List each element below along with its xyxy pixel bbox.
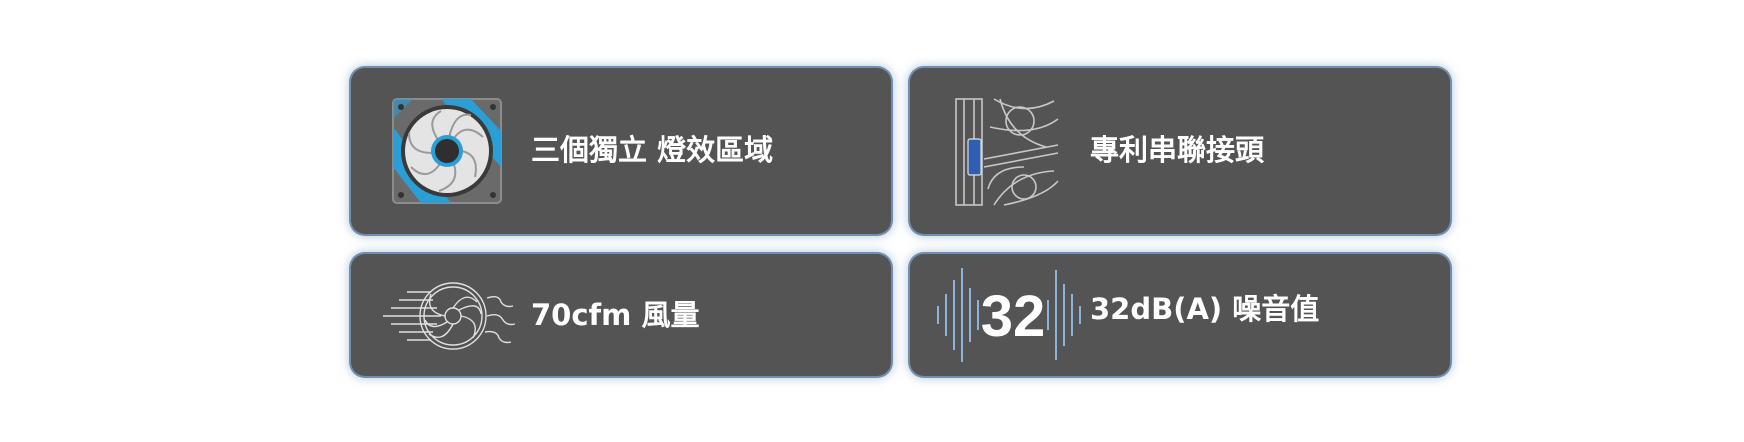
- airflow-fan-icon: [381, 280, 517, 352]
- daisy-chain-connector-icon: [954, 97, 1062, 207]
- feature-card-noise: 32 32dB(A) 噪音值: [910, 254, 1450, 376]
- feature-label-connector: 專利串聯接頭: [1090, 133, 1265, 167]
- sound-wave-icon: 32: [934, 264, 1084, 366]
- noise-icon-number: 32: [981, 284, 1046, 349]
- feature-label-noise: 32dB(A) 噪音值: [1090, 292, 1320, 326]
- feature-label-lighting-zones: 三個獨立 燈效區域: [531, 133, 774, 167]
- feature-label-airflow: 70cfm 風量: [531, 298, 700, 332]
- feature-card-connector: 專利串聯接頭: [910, 68, 1450, 234]
- feature-card-airflow: 70cfm 風量: [351, 254, 891, 376]
- feature-card-lighting-zones: 三個獨立 燈效區域: [351, 68, 891, 234]
- rgb-fan-icon: [391, 97, 503, 205]
